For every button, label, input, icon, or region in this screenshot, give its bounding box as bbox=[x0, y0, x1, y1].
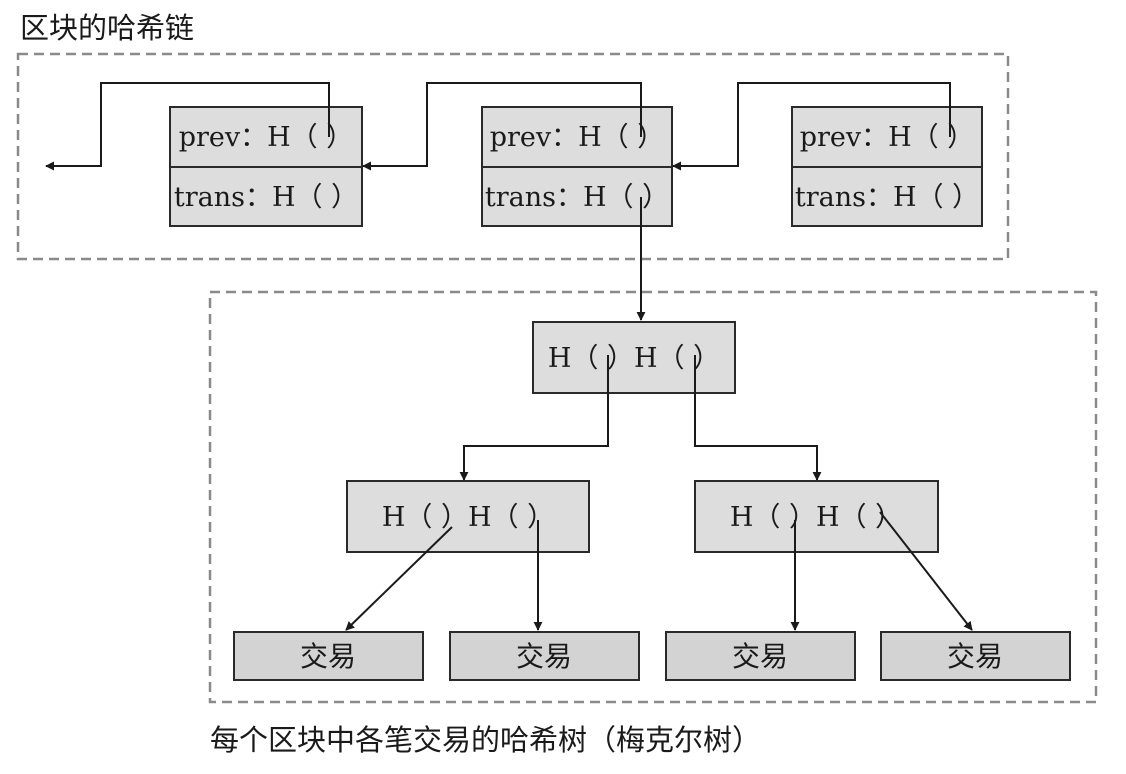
block-2-prev-label: prev：H（ ） bbox=[490, 122, 665, 153]
root-to-right-arrow bbox=[694, 355, 822, 481]
block-1: prev：H（ ） trans：H（ ） bbox=[169, 106, 363, 227]
transaction-2-label: 交易 bbox=[516, 640, 572, 673]
transaction-4-box bbox=[880, 631, 1071, 681]
block-2: prev：H（ ） trans：H（ ） bbox=[481, 106, 673, 227]
merkle-right-node: H（ ）H（ ） bbox=[694, 480, 939, 553]
block-1-prev-label: prev：H（ ） bbox=[179, 122, 354, 153]
root-to-left-arrow bbox=[459, 355, 609, 481]
block-2-trans-label: trans：H（ ） bbox=[485, 182, 669, 213]
transaction-3-box bbox=[665, 631, 856, 681]
merkle-tree-caption: 每个区块中各笔交易的哈希树（梅克尔树） bbox=[210, 723, 762, 757]
merkle-right-box bbox=[694, 480, 939, 553]
block-3-trans-cell bbox=[791, 166, 983, 227]
merkle-tree-group-frame bbox=[208, 290, 1098, 704]
transaction-2: 交易 bbox=[449, 631, 640, 681]
hash-chain-title: 区块的哈希链 bbox=[20, 11, 195, 45]
merkle-root-label: H（ ）H（ ） bbox=[548, 343, 720, 374]
transaction-3: 交易 bbox=[665, 631, 856, 681]
block-1-trans-label: trans：H（ ） bbox=[174, 182, 358, 213]
transaction-4: 交易 bbox=[880, 631, 1071, 681]
transaction-4-label: 交易 bbox=[947, 640, 1003, 673]
block-3-trans-label: trans：H（ ） bbox=[795, 182, 979, 213]
transaction-2-box bbox=[449, 631, 640, 681]
block-3-prev-label: prev：H（ ） bbox=[800, 122, 975, 153]
transaction-1-box bbox=[233, 631, 424, 681]
merkle-right-label: H（ ）H（ ） bbox=[730, 502, 902, 533]
block-1-trans-cell bbox=[169, 166, 363, 227]
block-3: prev：H（ ） trans：H（ ） bbox=[791, 106, 983, 227]
merkle-left-box bbox=[346, 480, 590, 553]
transaction-1: 交易 bbox=[233, 631, 424, 681]
blockchain-group-frame bbox=[16, 52, 1010, 261]
transaction-3-label: 交易 bbox=[732, 640, 788, 673]
merkle-left-node: H（ ）H（ ） bbox=[346, 480, 590, 553]
prev-arrow-block-1 bbox=[45, 82, 330, 171]
merkle-left-label: H（ ）H（ ） bbox=[382, 502, 554, 533]
prev-arrow-block-2 bbox=[362, 82, 642, 171]
merkle-root-node: H（ ）H（ ） bbox=[532, 321, 736, 394]
left-to-tx1-arrow bbox=[345, 526, 453, 631]
right-to-tx4-arrow bbox=[879, 511, 973, 631]
merkle-root-box bbox=[532, 321, 736, 394]
transaction-1-label: 交易 bbox=[300, 640, 356, 673]
prev-arrow-block-3 bbox=[672, 82, 951, 171]
